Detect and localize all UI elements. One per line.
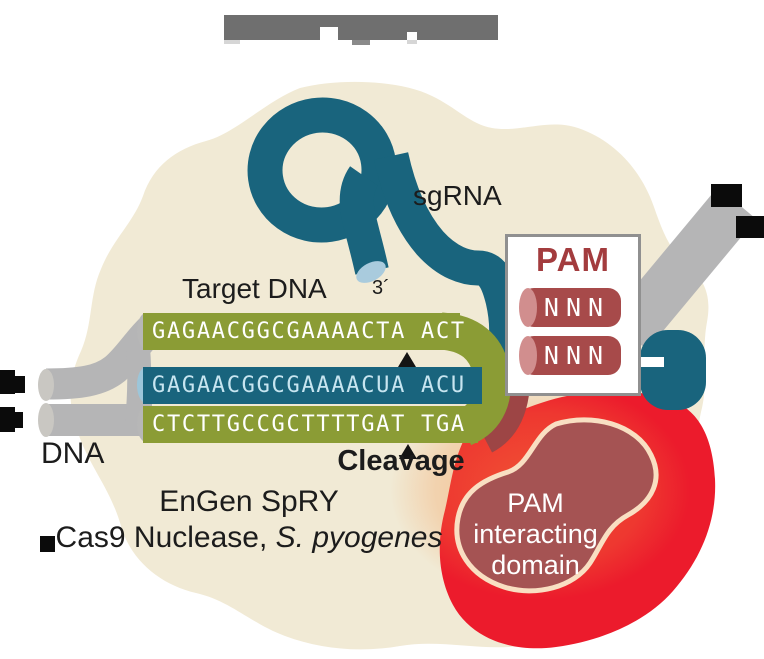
redacted-title-notch <box>407 32 417 40</box>
sgrna-three-prime-tail <box>339 166 389 275</box>
pam-interacting-blob <box>454 417 659 594</box>
sgrna-right-loop <box>640 330 706 410</box>
pam-nnn-cylinder-2: NNN <box>519 336 621 375</box>
upstream-dna-cap-bottom <box>38 403 54 437</box>
dna-label: DNA <box>41 437 105 470</box>
redacted-title-bar <box>224 15 498 40</box>
redacted-trademark-mark <box>40 536 55 552</box>
redacted-end-label <box>13 412 23 428</box>
cleavage-marker-bottom <box>399 444 417 459</box>
pam-nnn-text-1: NNN <box>543 293 611 322</box>
complement-dna-sequence: CTCTTGCCGCTTTTGAT TGA <box>152 412 466 437</box>
redacted-title-descender <box>352 40 370 45</box>
redacted-end-label <box>0 370 15 394</box>
target-dna-sequence: GAGAACGGCGAAAACTA ACT <box>152 319 466 344</box>
enzyme-name-prefix: Cas9 Nuclease, <box>55 521 276 554</box>
pam-title: PAM <box>536 241 610 278</box>
redacted-end-label <box>13 376 25 393</box>
sgrna-spacer-strand: GAGAACGGCGAAAACUA ACU <box>143 367 482 404</box>
enzyme-species: S. pyogenes <box>275 521 443 554</box>
downstream-dna-strand <box>608 187 757 350</box>
pam-interacting-domain-label: PAM interacting domain <box>448 488 623 581</box>
sgrna-right-loop-gap <box>622 357 664 367</box>
enzyme-name-line1: EnGen SpRY <box>159 485 339 518</box>
pam-domain-line1: PAM <box>507 488 564 518</box>
redacted-title-descender <box>224 40 240 44</box>
cylinder-cap <box>519 336 537 375</box>
target-strand-elbow <box>438 312 511 446</box>
pam-domain-line3: domain <box>491 550 580 580</box>
sgrna-label: sgRNA <box>413 180 502 211</box>
target-dna-strand: GAGAACGGCGAAAACTA ACT <box>143 313 464 350</box>
upstream-dna-cap-top <box>38 369 54 401</box>
enzyme-name: EnGen SpRY Cas9 Nuclease, S. pyogenes <box>48 484 450 556</box>
redacted-end-label <box>0 407 15 432</box>
pam-nnn-cylinder-1: NNN <box>519 288 621 327</box>
pam-callout-box: PAM NNN NNN <box>505 234 641 396</box>
pam-nnn-text-2: NNN <box>543 341 611 370</box>
redacted-end-label <box>736 216 764 238</box>
pam-domain-line2: interacting <box>473 519 598 549</box>
sgrna-spacer-sequence: GAGAACGGCGAAAACUA ACU <box>152 373 466 398</box>
cleavage-marker-top <box>398 352 416 367</box>
sgrna-three-prime-cap <box>356 261 386 283</box>
redacted-title-notch <box>320 27 338 40</box>
enzyme-name-line2: Cas9 Nuclease, S. pyogenes <box>48 520 450 556</box>
cleavage-label: Cleavage <box>337 445 465 477</box>
complement-dna-strand: CTCTTGCCGCTTTTGAT TGA <box>143 406 478 443</box>
redacted-end-label <box>711 184 742 207</box>
target-dna-label: Target DNA <box>182 273 327 304</box>
redacted-title-descender <box>407 40 417 44</box>
cylinder-cap <box>519 288 537 327</box>
three-prime-label: 3´ <box>372 277 390 299</box>
